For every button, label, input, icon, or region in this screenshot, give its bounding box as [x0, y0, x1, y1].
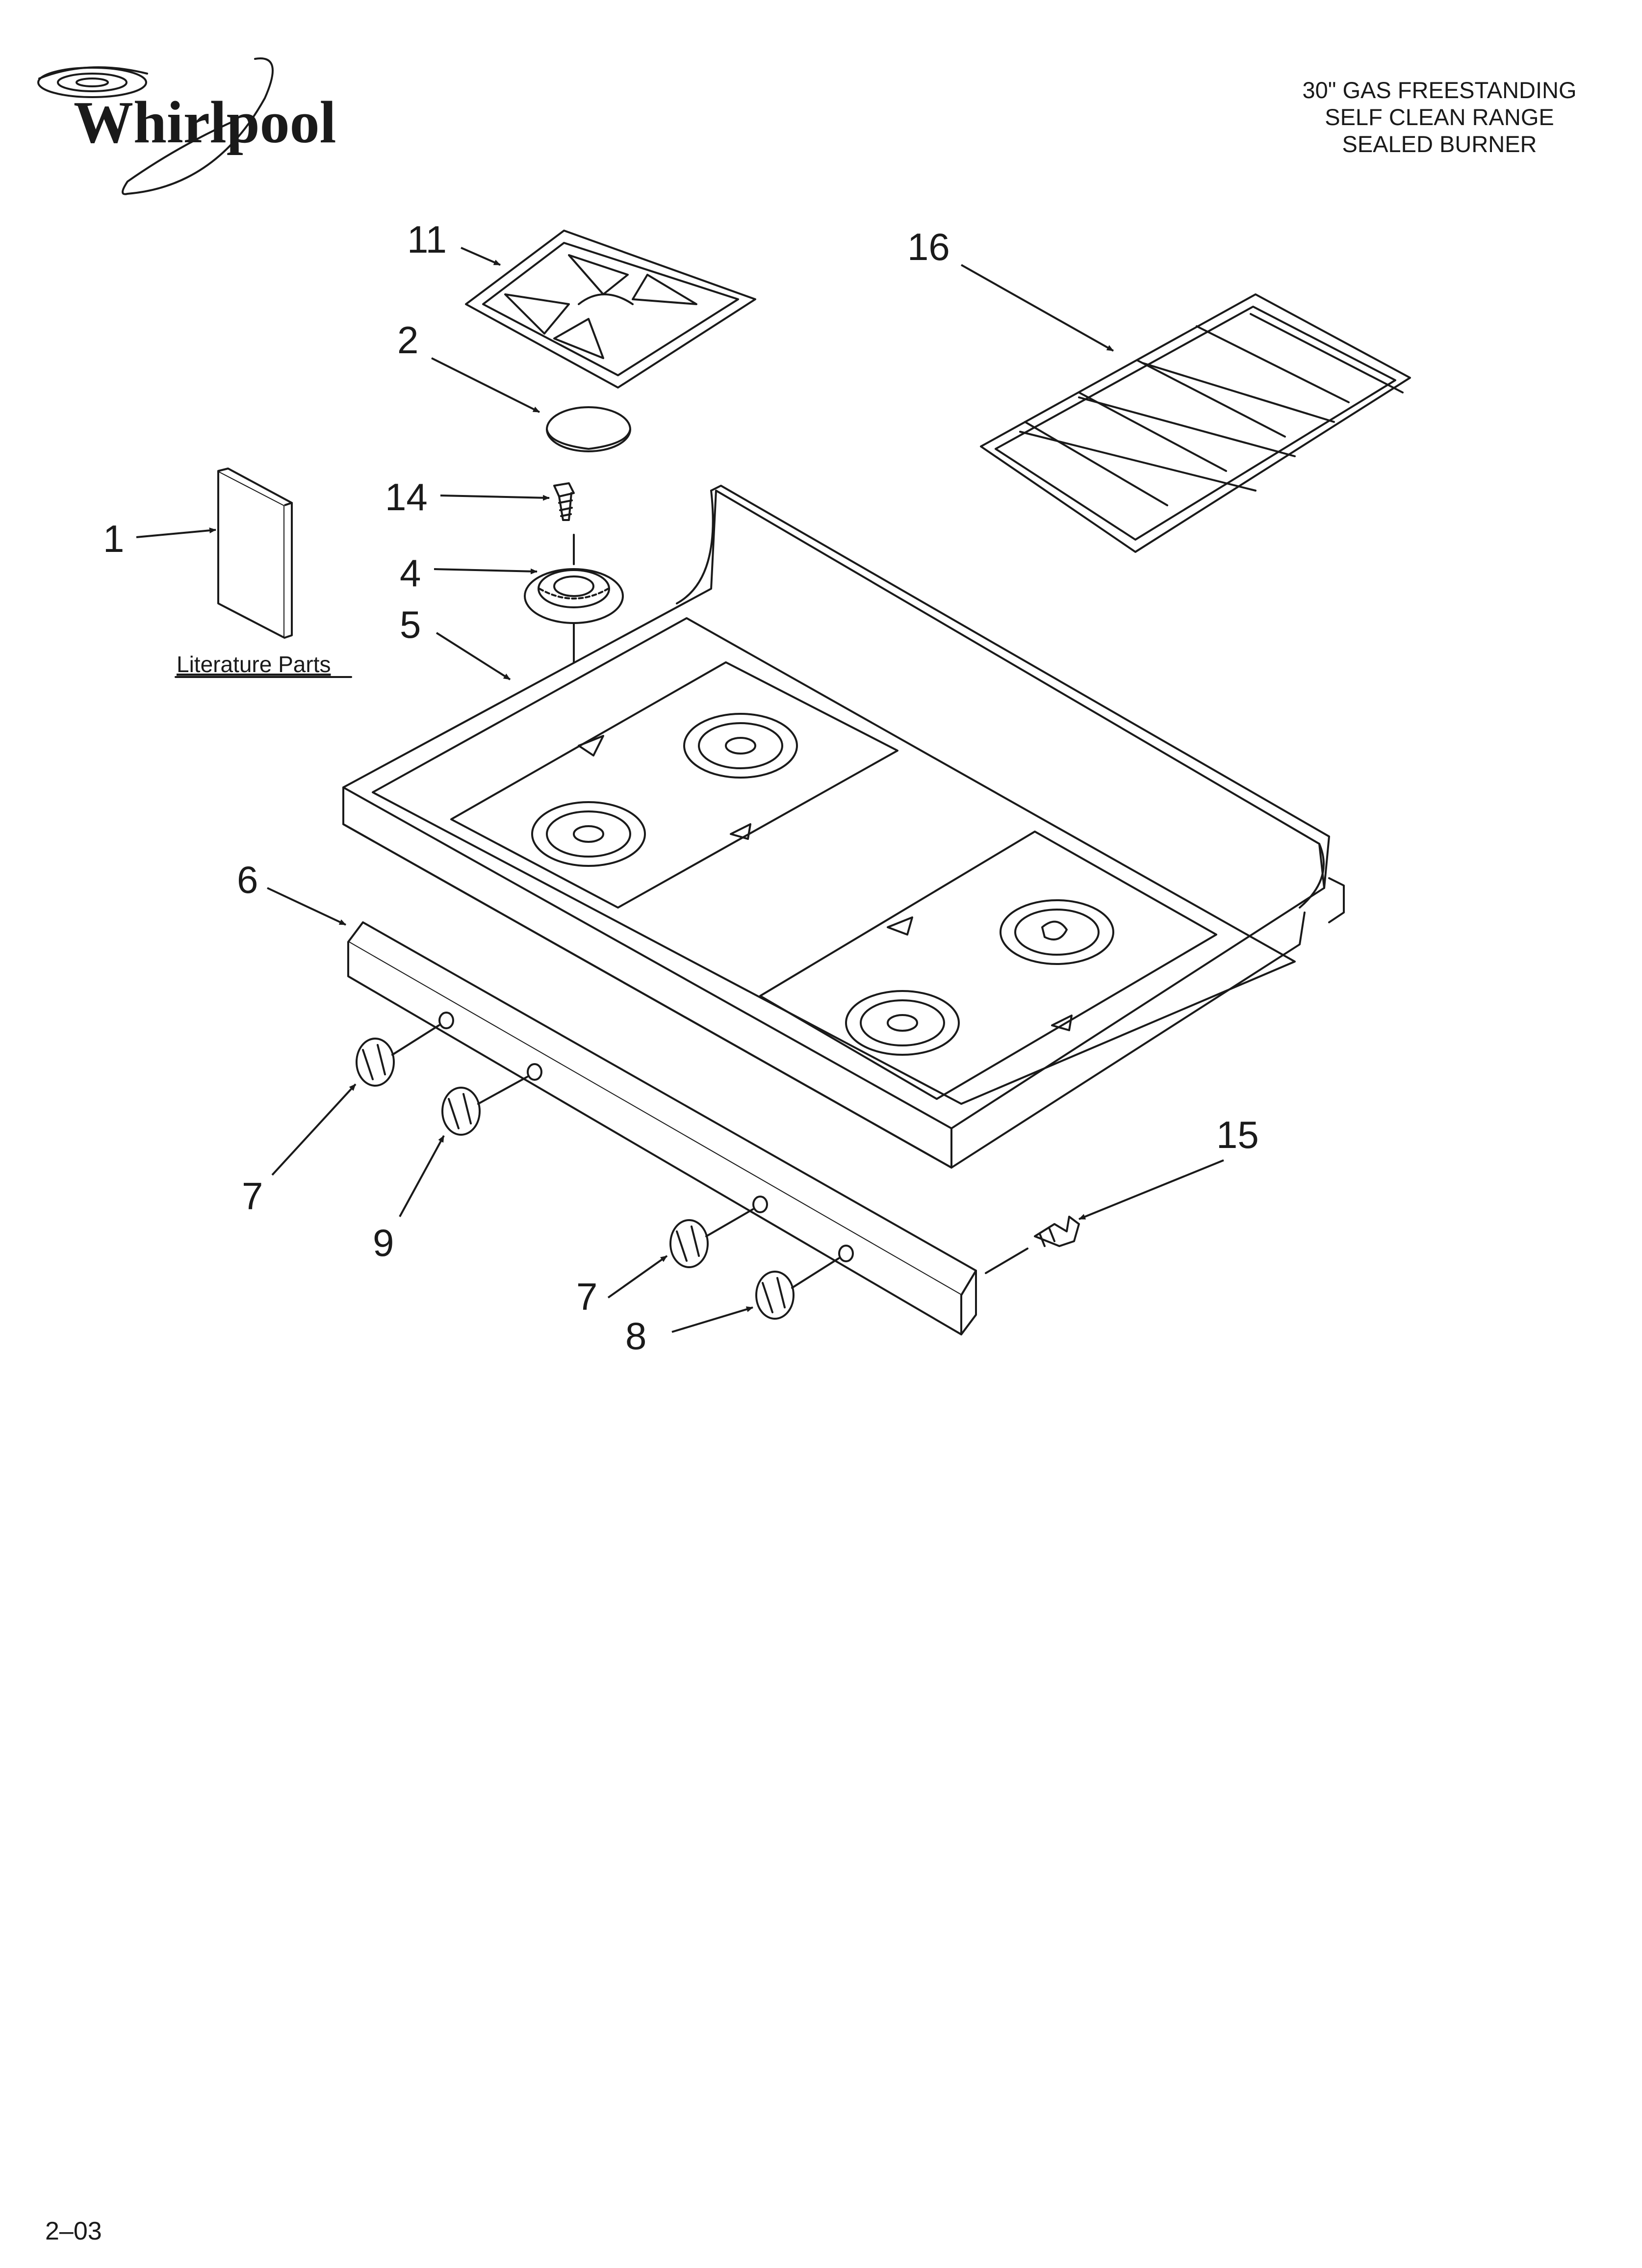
- callout-8: 8: [625, 1314, 646, 1357]
- part-15-screw: [985, 1216, 1080, 1274]
- burner-front-right: [845, 990, 960, 1056]
- model-description: 30" GAS FREESTANDING SELF CLEAN RANGE SE…: [1302, 77, 1576, 157]
- burner-front-left: [531, 801, 646, 867]
- callout-14: 14: [385, 475, 428, 519]
- control-knob-icon: [441, 1076, 528, 1136]
- callout-15: 15: [1216, 1113, 1259, 1156]
- callout-16: 16: [907, 225, 950, 268]
- callout-7-right: 7: [576, 1275, 597, 1318]
- part-5-cooktop: [342, 485, 1345, 1169]
- literature-parts-label: Literature Parts: [177, 652, 331, 677]
- callout-9: 9: [373, 1221, 394, 1264]
- callout-6: 6: [237, 858, 258, 901]
- part-2-burner-cap: [546, 406, 631, 452]
- burner-rear-right: [1000, 899, 1114, 965]
- control-knob-icon: [669, 1208, 754, 1268]
- callout-4: 4: [400, 551, 421, 595]
- callout-arrows: [136, 247, 1224, 1333]
- whirlpool-swirl-icon: [37, 66, 148, 98]
- burner-rear-left: [683, 713, 798, 779]
- part-14-screw: [553, 482, 575, 521]
- part-16-grate: [980, 293, 1411, 553]
- header-line-2: SELF CLEAN RANGE: [1325, 104, 1554, 130]
- control-knob-icon: [356, 1024, 440, 1087]
- callout-2: 2: [397, 318, 418, 362]
- whirlpool-logo: Whirlpool: [37, 57, 336, 195]
- callout-11: 11: [407, 218, 447, 261]
- callout-5: 5: [400, 603, 421, 646]
- callout-1: 1: [103, 517, 124, 560]
- callout-7-left: 7: [242, 1174, 263, 1218]
- footer-code: 2–03: [45, 2217, 102, 2245]
- header-line-1: 30" GAS FREESTANDING: [1302, 77, 1576, 103]
- part-6-control-panel: [347, 921, 977, 1335]
- header-line-3: SEALED BURNER: [1342, 131, 1537, 157]
- callout-labels: 11 2 14 1 4 5 6 7 9 7 8 15 16: [103, 218, 1259, 1357]
- part-11-burner-grate: [465, 230, 756, 389]
- control-knob-icon: [755, 1257, 840, 1320]
- part-1-literature: Literature Parts: [175, 468, 352, 678]
- brand-name: Whirlpool: [74, 89, 336, 156]
